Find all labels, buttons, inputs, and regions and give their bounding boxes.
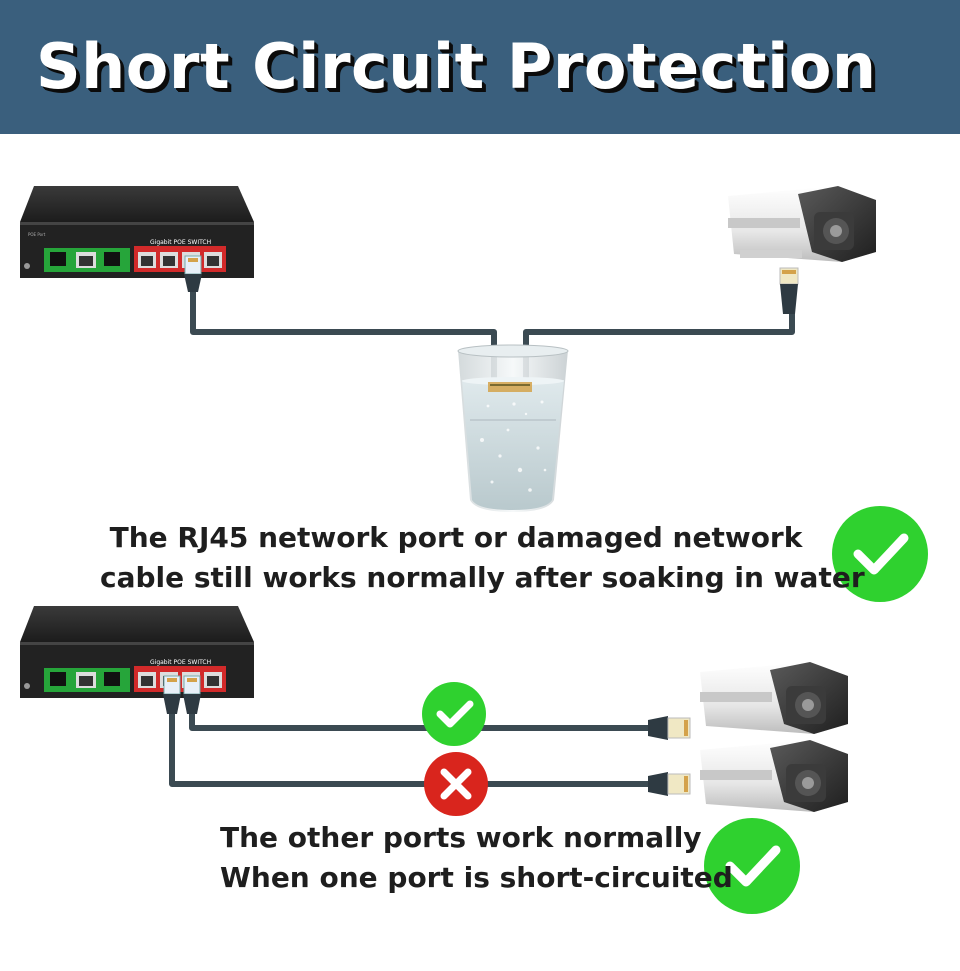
check-icon: [832, 506, 928, 602]
water-glass-icon: [457, 344, 569, 512]
caption-line: When one port is short-circuited: [220, 861, 733, 894]
rj45-plug-icon: [648, 716, 691, 740]
check-icon: [422, 682, 486, 746]
header-banner: Short Circuit Protection: [0, 0, 960, 134]
caption-short-circuit: The other ports work normally When one p…: [220, 818, 733, 898]
rj45-plug-icon: [183, 675, 201, 714]
cable-camera-to-water: [523, 312, 795, 385]
caption-line: The other ports work normally: [220, 821, 702, 854]
rj45-plug-icon: [184, 255, 202, 292]
page-title: Short Circuit Protection: [36, 30, 877, 103]
switch-label-top: Gigabit POE SWITCH: [150, 239, 211, 246]
caption-line: The RJ45 network port or damaged network: [109, 521, 803, 554]
cable-switch-to-water: [190, 290, 497, 385]
cable-port-ok: [189, 710, 652, 731]
ip-camera-middle: [700, 662, 848, 734]
poe-switch-bottom: Gigabit POE SWITCH: [20, 606, 254, 698]
cable-port-shorted: [169, 710, 652, 787]
rj45-plug-icon: [163, 675, 181, 714]
switch-label-bottom: Gigabit POE SWITCH: [150, 659, 211, 666]
caption-line: cable still works normally after soaking…: [100, 561, 865, 594]
svg-text:POE Port: POE Port: [28, 232, 46, 237]
ip-camera-bottom: [700, 740, 848, 812]
rj45-plug-icon: [648, 772, 691, 796]
cross-icon: [424, 752, 488, 816]
rj45-plug-icon: [779, 267, 799, 314]
poe-switch-top: POE Port Gigabit POE SWITCH: [20, 186, 254, 278]
caption-water-test: The RJ45 network port or damaged network…: [100, 518, 865, 598]
check-icon: [704, 818, 800, 914]
ip-camera-top: [728, 186, 876, 262]
